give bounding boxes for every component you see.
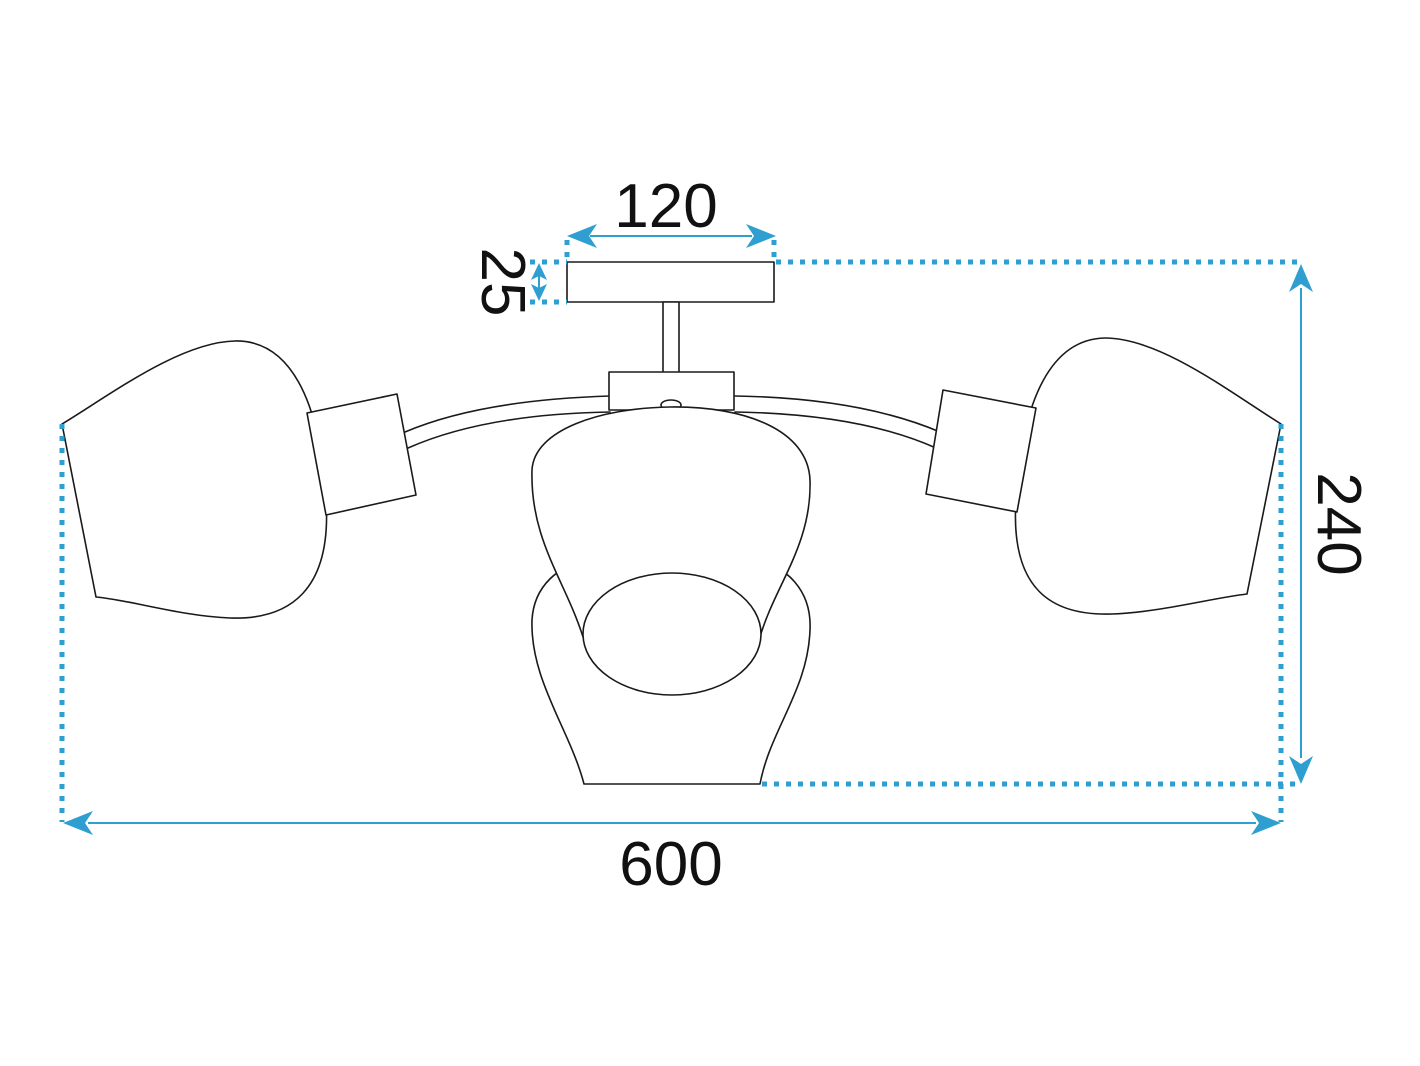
- canopy-plate: [566, 261, 775, 303]
- arm-left: [404, 395, 611, 433]
- canopy-width-label: 120: [614, 172, 717, 241]
- dimension-canopy-width: 120: [564, 172, 777, 262]
- arm-right: [734, 395, 941, 433]
- dimension-total-height: 240: [762, 259, 1373, 787]
- center-shade-upper-glass: [531, 406, 811, 638]
- dimension-canopy-height: 25: [468, 248, 567, 317]
- arm-right-lower: [734, 411, 937, 449]
- total-width-arrow-left: [63, 811, 93, 835]
- left-lamp-socket: [306, 393, 417, 516]
- total-height-label: 240: [1304, 472, 1373, 575]
- right-lamp-socket: [925, 389, 1037, 513]
- center-shade: [531, 406, 811, 785]
- center-shade-opening: [582, 572, 762, 696]
- right-shade-glass: [1014, 337, 1282, 615]
- left-shade-glass: [61, 340, 328, 619]
- right-shade: [925, 337, 1282, 615]
- stem: [662, 301, 680, 375]
- canopy-width-arrow-right: [746, 224, 776, 248]
- left-shade: [61, 340, 417, 619]
- dimension-total-width: 600: [59, 424, 1284, 899]
- arm-left-lower: [407, 411, 611, 449]
- canopy-width-arrow-left: [567, 224, 597, 248]
- canopy-height-label: 25: [468, 248, 537, 317]
- total-width-arrow-right: [1251, 811, 1281, 835]
- ceiling-lamp: [61, 261, 1282, 785]
- total-height-arrow-top: [1289, 264, 1313, 292]
- canopy-height-arrow-bottom: [531, 284, 547, 301]
- total-width-label: 600: [619, 830, 722, 899]
- dimension-annotations: 120 25 240 600: [59, 172, 1373, 899]
- canopy-height-arrow-top: [531, 263, 547, 280]
- total-height-arrow-bottom: [1289, 756, 1313, 784]
